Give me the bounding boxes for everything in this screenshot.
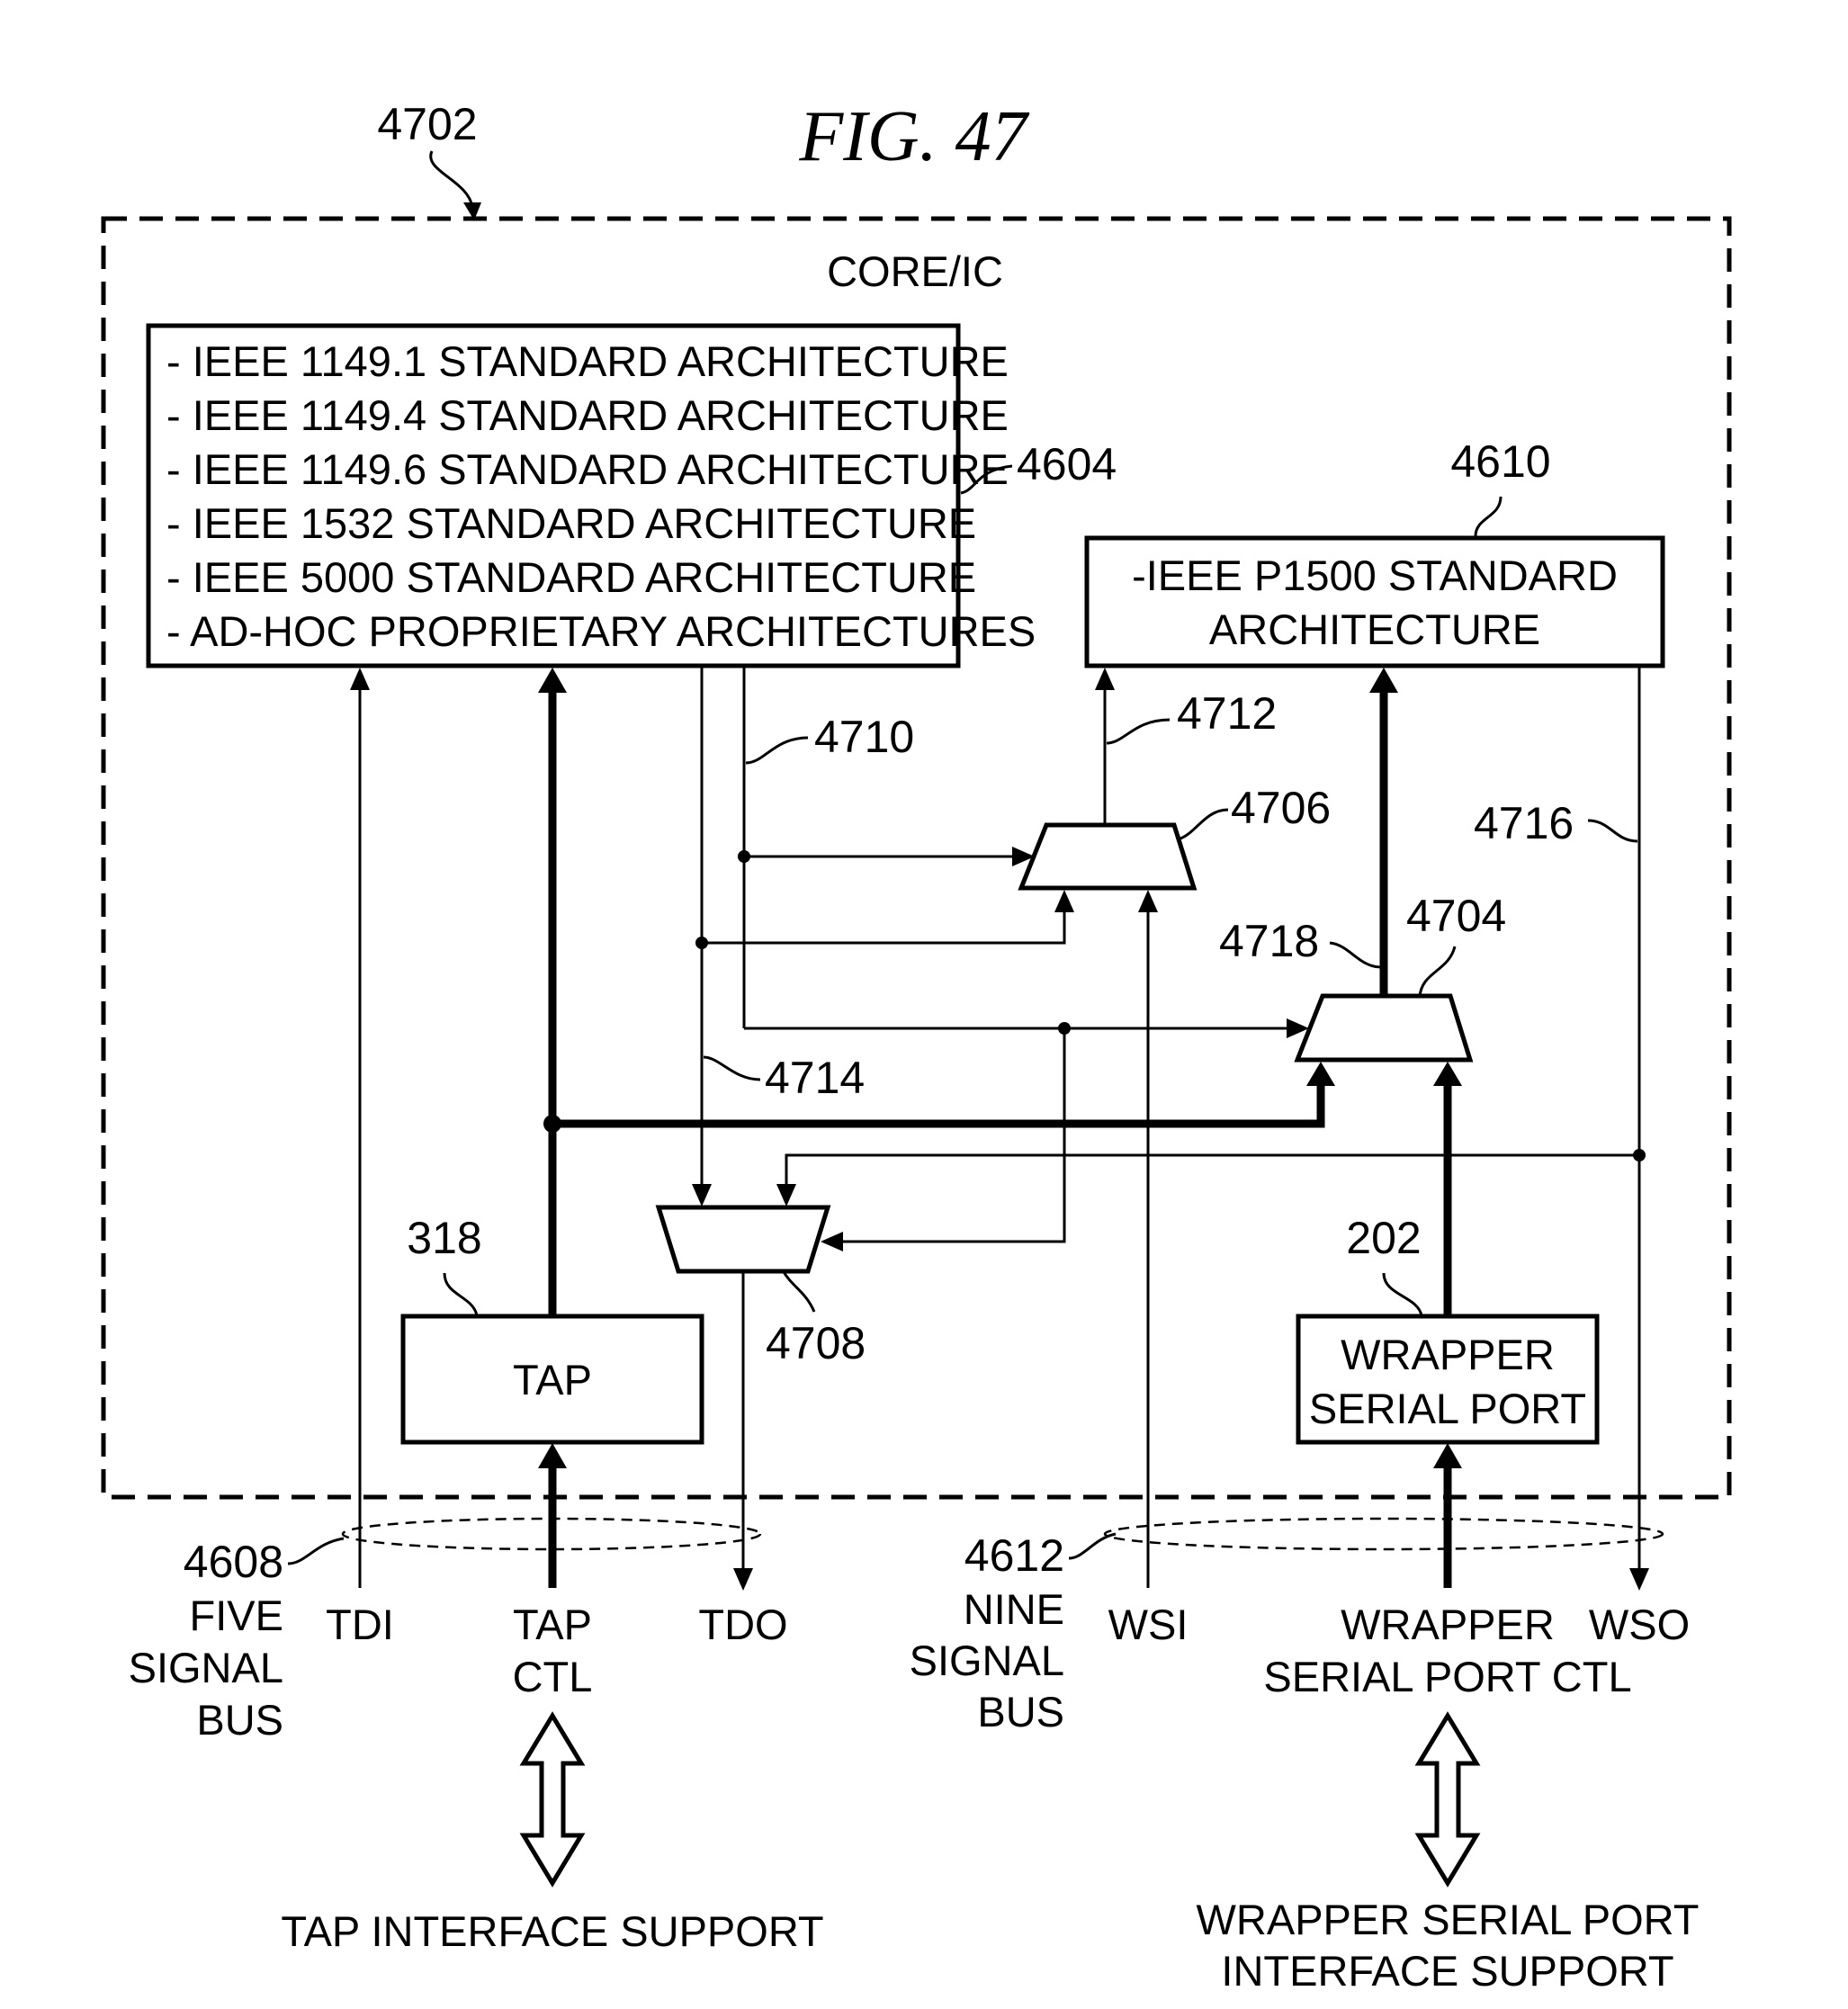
bus-left-line-2: SIGNAL <box>129 1644 283 1691</box>
mux-4706-leader <box>1180 810 1228 839</box>
bus-right-line-3: BUS <box>977 1688 1064 1735</box>
tap-bus-mux-4704-arrowhead <box>1306 1062 1335 1086</box>
signal-4714-arrowhead <box>692 1184 712 1206</box>
signal-tdi: TDI <box>326 1601 394 1648</box>
mux-4704-ref: 4704 <box>1406 891 1506 941</box>
bus-ellipse-right <box>1105 1519 1663 1549</box>
signal-4718-ref: 4718 <box>1219 916 1319 966</box>
signal-tap-ctl-2: CTL <box>513 1653 593 1700</box>
figure-title: FIG. 47 <box>798 97 1029 176</box>
p1500-line-1: -IEEE P1500 STANDARD <box>1132 552 1618 599</box>
signal-tdo: TDO <box>698 1601 787 1648</box>
wsp-ctl-arrowhead <box>1433 1443 1462 1468</box>
ieee-line-6: - AD-HOC PROPRIETARY ARCHITECTURES <box>166 607 1036 655</box>
p1500-box-ref: 4610 <box>1450 436 1550 487</box>
feed-to-mux-4708-right <box>841 1028 1064 1242</box>
signal-4712-leader <box>1107 720 1170 743</box>
bus-right-ref: 4612 <box>964 1530 1064 1581</box>
ieee-line-5: - IEEE 5000 STANDARD ARCHITECTURE <box>166 553 976 601</box>
signal-4718-leader <box>1330 943 1381 967</box>
bus-left-line-3: BUS <box>196 1696 283 1744</box>
signal-wsp-ctl-1: WRAPPER <box>1341 1601 1555 1648</box>
ieee-line-1: - IEEE 1149.1 STANDARD ARCHITECTURE <box>166 337 1009 385</box>
bus-left-ref: 4608 <box>184 1537 283 1587</box>
tdo-arrowhead <box>733 1568 753 1591</box>
wso-arrowhead <box>1629 1568 1649 1591</box>
wsp-support-double-arrow <box>1419 1716 1476 1883</box>
signal-4716-ref: 4716 <box>1474 798 1574 848</box>
signal-4714-to-mux-4706 <box>702 910 1064 943</box>
signal-4714-mux-4706-arrowhead <box>1054 890 1074 912</box>
ieee-box-ref: 4604 <box>1017 439 1117 489</box>
signal-wsp-ctl-2: SERIAL PORT CTL <box>1263 1653 1631 1700</box>
mux-4708-ref: 4708 <box>766 1318 866 1368</box>
bus-right-line-2: SIGNAL <box>910 1637 1064 1684</box>
signal-tap-ctl-1: TAP <box>513 1601 592 1648</box>
feed-to-mux-4708-arrowhead <box>821 1232 843 1251</box>
wrapper-serial-port-box: WRAPPER SERIAL PORT <box>1298 1316 1597 1442</box>
p1500-architecture-box: -IEEE P1500 STANDARD ARCHITECTURE <box>1087 538 1663 666</box>
signal-4710-leader <box>746 738 808 763</box>
bus-left-leader <box>288 1538 344 1564</box>
bus-right-line-1: NINE <box>964 1585 1064 1633</box>
tap-ctl-arrowhead <box>538 1443 567 1468</box>
tap-bus-to-mux-4704 <box>552 1084 1321 1124</box>
ieee-line-2: - IEEE 1149.4 STANDARD ARCHITECTURE <box>166 391 1009 439</box>
mux-4704-leader <box>1420 946 1455 997</box>
signal-4710-ref: 4710 <box>814 712 914 762</box>
p1500-box-leader <box>1476 497 1501 536</box>
wsp-interface-support-1: WRAPPER SERIAL PORT <box>1197 1896 1700 1943</box>
signal-4714-ref: 4714 <box>765 1053 865 1103</box>
wsp-interface-support-2: INTERFACE SUPPORT <box>1221 1947 1673 1995</box>
mux-4704 <box>1297 996 1470 1060</box>
tap-support-double-arrow <box>524 1716 581 1883</box>
tdi-arrowhead <box>350 668 370 690</box>
ieee-line-4: - IEEE 1532 STANDARD ARCHITECTURE <box>166 499 976 547</box>
ieee-line-3: - IEEE 1149.6 STANDARD ARCHITECTURE <box>166 445 1009 493</box>
bus-right-leader <box>1069 1534 1116 1558</box>
mux-4708 <box>659 1207 828 1271</box>
signal-4712-ref: 4712 <box>1177 688 1277 739</box>
signal-4712-arrowhead <box>1095 668 1115 690</box>
bus-left-line-1: FIVE <box>190 1592 283 1639</box>
wsp-line-1: WRAPPER <box>1341 1331 1555 1378</box>
tap-box-ref: 318 <box>407 1213 481 1263</box>
tap-interface-support: TAP INTERFACE SUPPORT <box>281 1907 823 1955</box>
ieee-architectures-box: - IEEE 1149.1 STANDARD ARCHITECTURE - IE… <box>148 326 1036 666</box>
tap-box: TAP <box>403 1316 702 1442</box>
wsp-box-leader <box>1384 1273 1422 1315</box>
mux-4706-ref: 4706 <box>1231 783 1331 833</box>
core-ic-label: CORE/IC <box>827 247 1003 295</box>
core-ref-leader <box>431 151 472 207</box>
signal-4716-to-mux-4708 <box>786 1155 1639 1186</box>
wsi-arrowhead <box>1138 890 1158 912</box>
tap-box-label: TAP <box>513 1356 592 1404</box>
signal-4714-leader <box>704 1057 760 1080</box>
wsp-line-2: SERIAL PORT <box>1309 1385 1586 1432</box>
core-ref-4702: 4702 <box>377 99 477 149</box>
signal-4716-leader <box>1588 821 1637 841</box>
p1500-line-2: ARCHITECTURE <box>1209 605 1540 653</box>
tap-box-leader <box>444 1273 477 1315</box>
mux-4706 <box>1021 825 1194 888</box>
wsp-box-ref: 202 <box>1346 1213 1421 1263</box>
mux-4704-to-p1500-arrowhead <box>1369 668 1398 693</box>
signal-wso: WSO <box>1589 1601 1690 1648</box>
signal-4716-mux-4708-arrowhead <box>776 1184 796 1206</box>
signal-wsi: WSI <box>1108 1601 1189 1648</box>
tap-to-ieee-arrowhead <box>538 668 567 693</box>
mux-4708-leader <box>783 1270 814 1312</box>
wsp-to-mux-4704-arrowhead <box>1433 1062 1462 1086</box>
